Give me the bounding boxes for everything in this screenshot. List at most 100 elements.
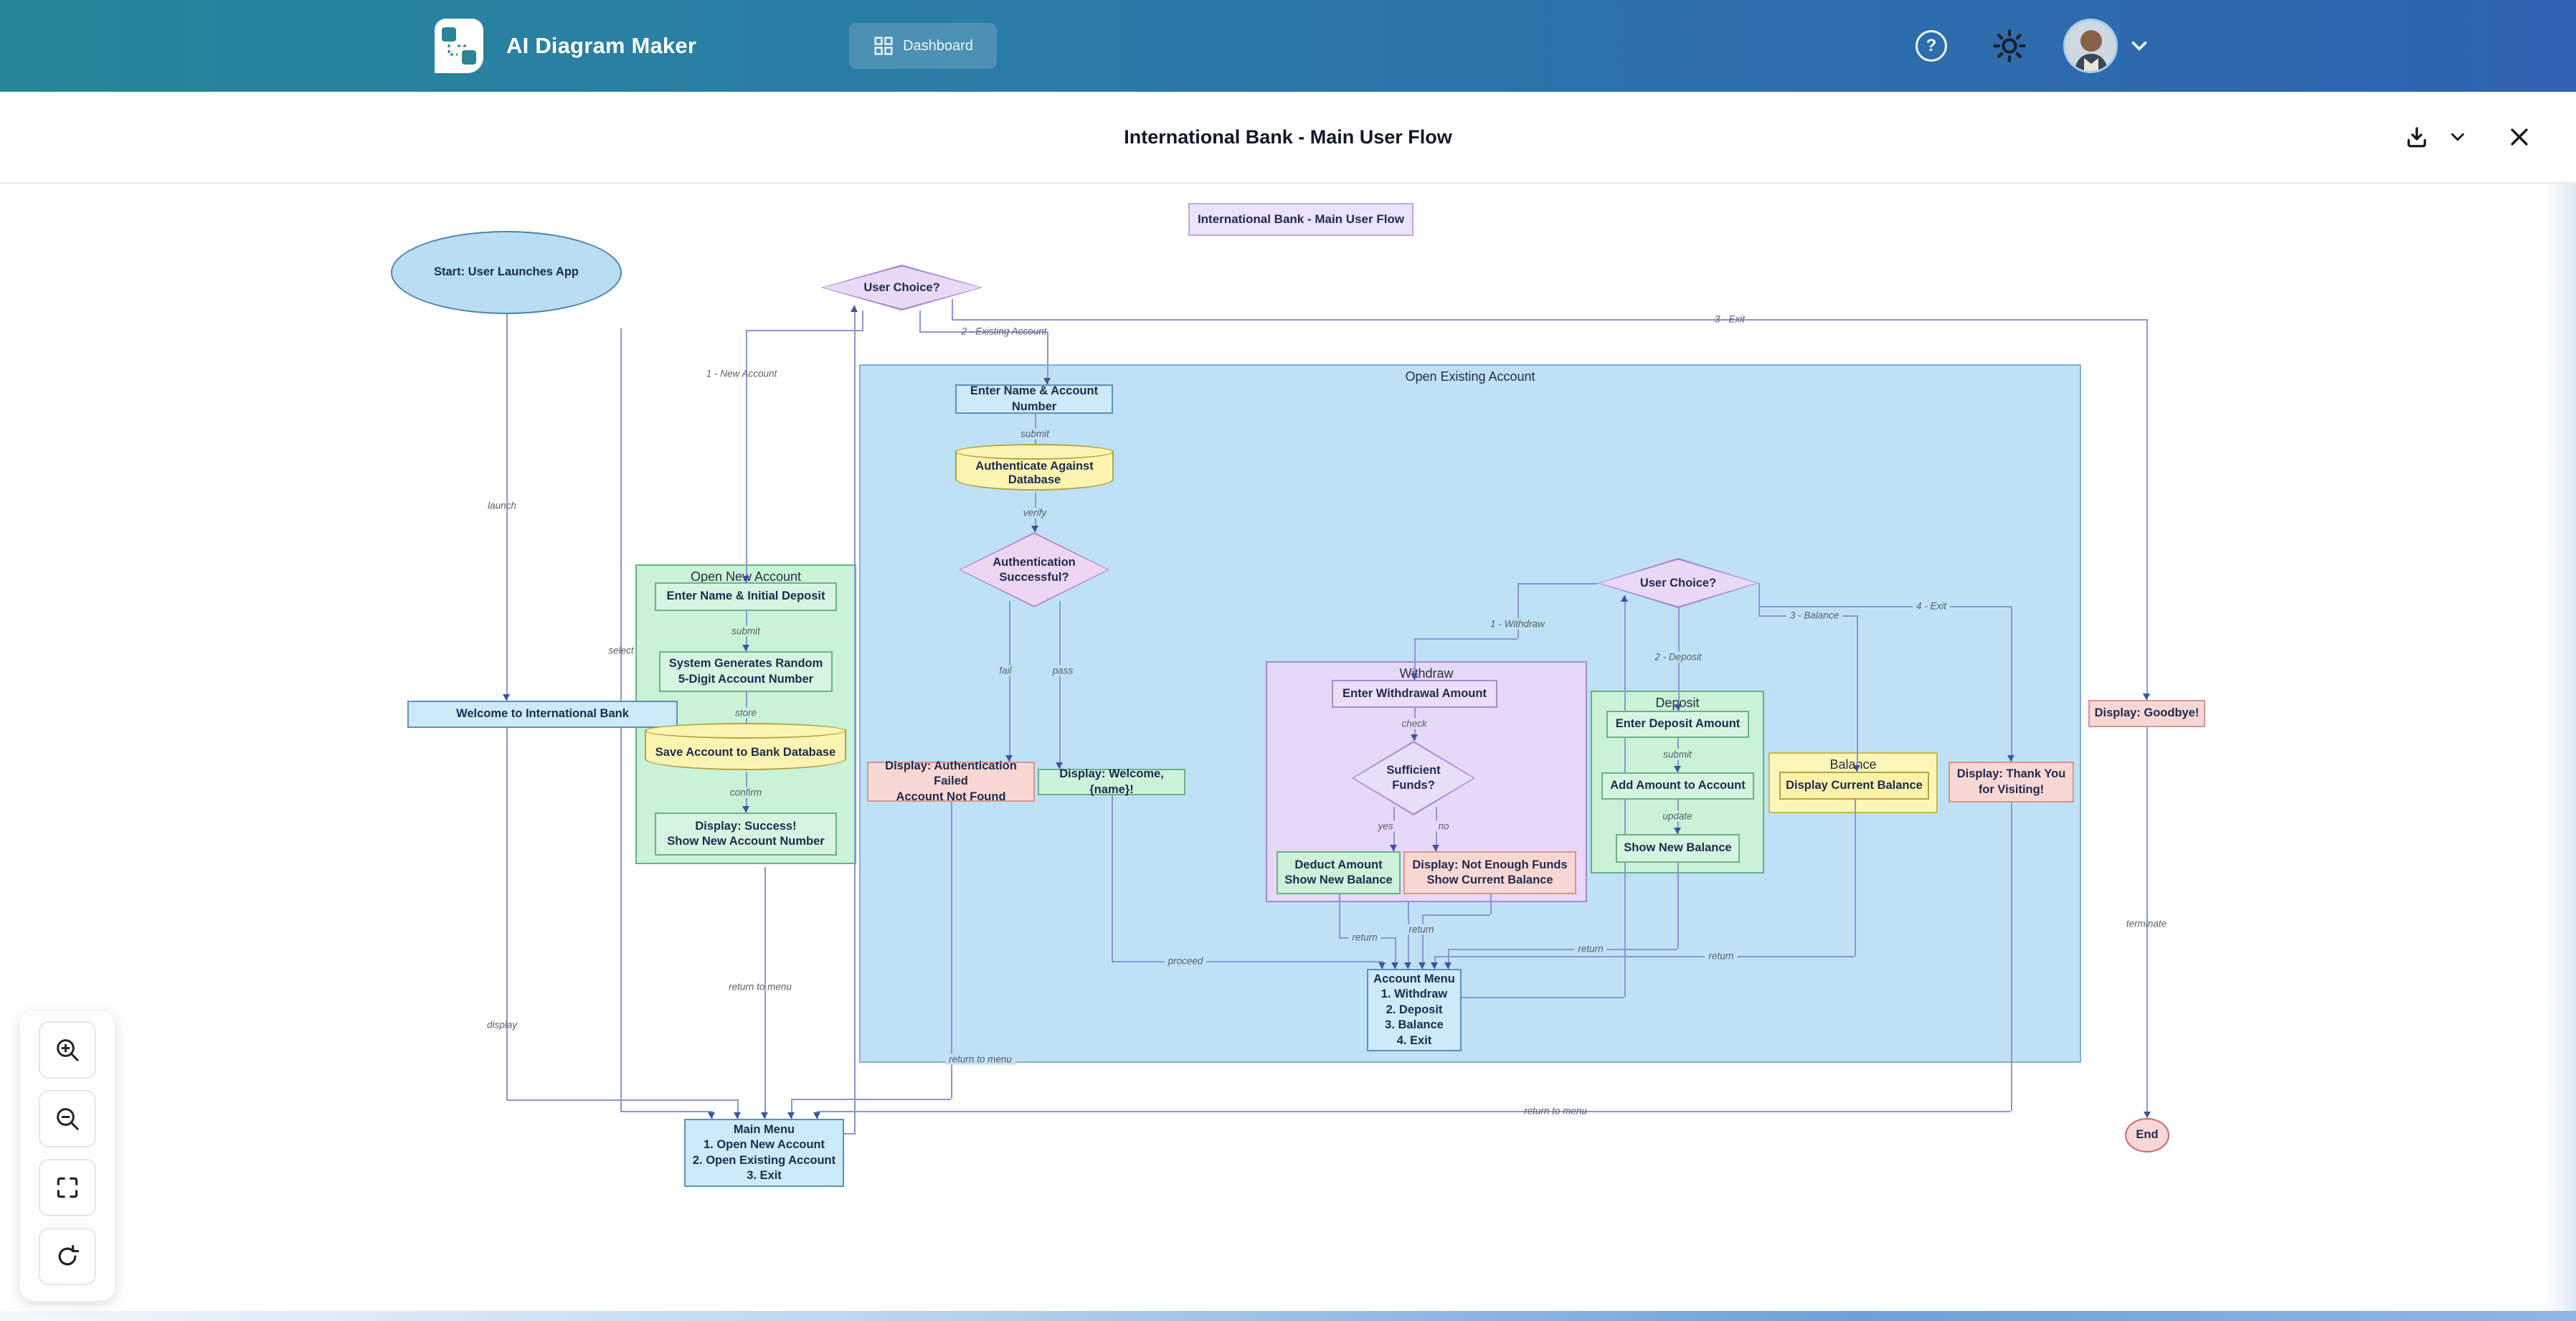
- edge-label-fail: fail: [995, 665, 1015, 676]
- edge-segment: [791, 1099, 951, 1100]
- edge-arrowhead: [1411, 734, 1418, 741]
- zoom-out-icon: [57, 1108, 79, 1130]
- edge-arrowhead: [734, 1112, 741, 1119]
- zoom-out-button[interactable]: [39, 1090, 96, 1147]
- avatar-image: [2065, 21, 2116, 71]
- fullscreen-button[interactable]: [39, 1159, 96, 1216]
- edge-segment: [1758, 606, 2011, 607]
- edge-arrowhead: [787, 1112, 795, 1119]
- download-button[interactable]: [2402, 123, 2431, 151]
- edge-segment: [1855, 800, 1856, 956]
- edge-segment: [506, 314, 508, 701]
- edge-lines: [0, 182, 2576, 1321]
- page-title: International Bank - Main User Flow: [1124, 126, 1452, 148]
- edge-segment: [919, 311, 921, 333]
- chevron-down-icon: [2131, 41, 2147, 51]
- reset-view-button[interactable]: [39, 1228, 96, 1285]
- edge-segment: [506, 1099, 737, 1101]
- edge-segment: [1448, 949, 1677, 950]
- edge-label-return: return: [1405, 924, 1438, 935]
- edge-segment: [791, 1099, 792, 1119]
- node-enter-name-initial-deposit: Enter Name & Initial Deposit: [655, 582, 837, 611]
- avatar[interactable]: [2063, 19, 2118, 73]
- node-enter-withdrawal-amount: Enter Withdrawal Amount: [1332, 680, 1497, 708]
- help-icon: ?: [1926, 36, 1937, 55]
- avatar-menu-chevron[interactable]: [2127, 0, 2151, 92]
- node-welcome-bank: Welcome to International Bank: [407, 701, 678, 728]
- node-end: End: [2125, 1118, 2169, 1152]
- edge-segment: [1490, 894, 1492, 914]
- canvas-right-gradient: [2544, 182, 2576, 1321]
- edge-arrowhead: [1444, 962, 1452, 969]
- edge-segment: [1059, 601, 1061, 769]
- download-options-button[interactable]: [2443, 123, 2472, 151]
- edge-label-balance-3: 3 - Balance: [1786, 610, 1843, 621]
- edge-segment: [1434, 956, 1855, 957]
- edge-label-return: return: [1705, 950, 1738, 962]
- node-display-current-balance: Display Current Balance: [1779, 772, 1929, 800]
- subgraph-open-existing-label: Open Existing Account: [1405, 369, 1535, 384]
- edge-arrowhead: [813, 1112, 820, 1119]
- dashboard-label: Dashboard: [903, 37, 973, 54]
- edge-arrowhead: [2143, 693, 2150, 700]
- edge-segment: [1517, 583, 1519, 638]
- edge-arrowhead: [1043, 378, 1051, 384]
- edge-arrowhead: [1031, 526, 1038, 532]
- canvas-bottom-gradient: [0, 1311, 2576, 1321]
- edge-label-submit: submit: [728, 625, 764, 637]
- edge-label-no: no: [1434, 820, 1453, 832]
- edge-segment: [2011, 606, 2012, 762]
- edge-segment: [1339, 894, 1340, 937]
- edge-segment: [1009, 601, 1010, 762]
- zoom-in-button[interactable]: [39, 1021, 96, 1079]
- theme-toggle-button[interactable]: [1991, 0, 2028, 92]
- subgraph-balance-label: Balance: [1829, 757, 1877, 772]
- edge-arrowhead: [1411, 673, 1418, 680]
- close-button[interactable]: [2505, 123, 2534, 151]
- diagram-canvas[interactable]: Open Existing Account Open New Account W…: [0, 182, 2576, 1321]
- edge-segment: [506, 728, 508, 1099]
- edge-label-yes: yes: [1374, 820, 1397, 832]
- edge-label-return-to-menu: return to menu: [729, 981, 792, 993]
- edge-segment: [1448, 949, 1449, 969]
- edge-arrowhead: [1674, 828, 1681, 834]
- edge-segment: [2146, 319, 2148, 700]
- edge-segment: [764, 867, 766, 1119]
- edge-segment: [1112, 795, 1113, 961]
- edge-arrowhead: [761, 1112, 768, 1119]
- edge-segment: [1414, 638, 1416, 680]
- edge-label-withdraw-1: 1 - Withdraw: [1487, 618, 1548, 630]
- edge-label-return: return: [1348, 932, 1381, 943]
- dashboard-button[interactable]: Dashboard: [849, 23, 997, 69]
- close-icon: [2511, 128, 2528, 146]
- edge-label-pass: pass: [1048, 665, 1077, 676]
- edge-label-submit: submit: [1659, 749, 1695, 760]
- edge-label-deposit-2: 2 - Deposit: [1651, 651, 1705, 663]
- edge-segment: [1422, 914, 1490, 916]
- app-logo[interactable]: [429, 0, 492, 92]
- node-add-amount: Add Amount to Account: [1601, 772, 1754, 800]
- edge-arrowhead: [1390, 845, 1397, 851]
- node-display-welcome-name: Display: Welcome, {name}!: [1038, 767, 1185, 796]
- edge-label-launch: launch: [488, 500, 516, 511]
- help-button[interactable]: ?: [1916, 30, 1947, 62]
- node-enter-deposit-amount: Enter Deposit Amount: [1606, 711, 1749, 738]
- edge-segment: [746, 330, 747, 582]
- edge-arrowhead: [1431, 962, 1438, 969]
- edge-label-return-to-menu: return to menu: [1524, 1105, 1587, 1117]
- edge-arrowhead: [1621, 595, 1628, 602]
- edge-label-existing-account: 2 - Existing Account: [961, 326, 1047, 337]
- node-display-goodbye: Display: Goodbye!: [2088, 700, 2205, 727]
- app-name: AI Diagram Maker: [506, 33, 697, 58]
- edge-arrowhead: [1853, 765, 1860, 772]
- edge-segment: [620, 1111, 711, 1112]
- edge-arrowhead: [2007, 755, 2014, 762]
- edge-segment: [919, 331, 1047, 333]
- edge-segment: [1422, 914, 1424, 969]
- edge-segment: [2011, 802, 2012, 1111]
- edge-label-select: select: [608, 645, 634, 656]
- edge-label-confirm: confirm: [726, 787, 766, 798]
